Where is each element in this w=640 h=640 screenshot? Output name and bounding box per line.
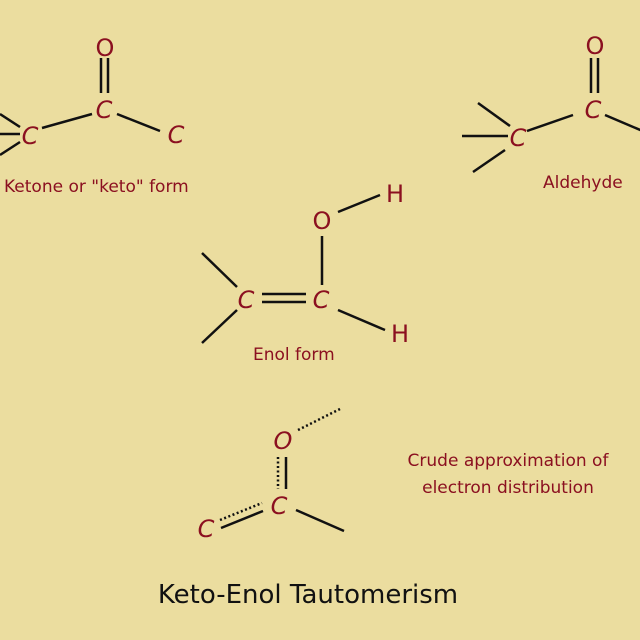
bond <box>337 308 386 332</box>
atom-o: O <box>96 34 115 62</box>
bond <box>201 252 238 288</box>
keto-structure: O C C C Ketone or "keto" form <box>0 34 189 197</box>
bond <box>472 148 506 174</box>
atom-c: C <box>168 121 185 149</box>
bond <box>526 113 574 133</box>
aldehyde-structure: O C C Aldehyde <box>462 32 640 193</box>
bond <box>337 193 381 214</box>
atom-c: C <box>313 286 330 314</box>
bond <box>0 112 21 129</box>
atom-c: C <box>22 122 39 150</box>
keto-label: Ketone or "keto" form <box>4 177 189 197</box>
diagram-title: Keto-Enol Tautomerism <box>158 580 458 610</box>
atom-o: O <box>274 427 293 455</box>
atom-c: C <box>96 96 113 124</box>
atom-h: H <box>391 320 409 348</box>
atom-o: O <box>313 207 332 235</box>
bond <box>201 309 238 344</box>
bond <box>477 101 511 128</box>
aldehyde-label: Aldehyde <box>543 173 623 193</box>
bond <box>220 509 264 530</box>
atom-c: C <box>271 492 288 520</box>
partial-bond <box>297 407 341 432</box>
atom-c: C <box>510 124 527 152</box>
atom-h: H <box>386 180 404 208</box>
atom-c: C <box>238 286 255 314</box>
bond <box>116 112 161 133</box>
enol-structure: O H C C H Enol form <box>201 180 409 365</box>
bond <box>0 140 21 157</box>
enol-label: Enol form <box>253 345 335 365</box>
bond <box>41 112 93 130</box>
bond <box>604 113 640 132</box>
resonance-structure: O C C Crude approximation of electron di… <box>198 407 610 543</box>
resonance-note-line2: electron distribution <box>422 478 594 498</box>
atom-o: O <box>586 32 605 60</box>
atom-c: C <box>198 515 215 543</box>
atom-c: C <box>585 96 602 124</box>
partial-bond <box>219 501 263 522</box>
bond <box>295 508 345 533</box>
resonance-note-line1: Crude approximation of <box>408 451 610 471</box>
